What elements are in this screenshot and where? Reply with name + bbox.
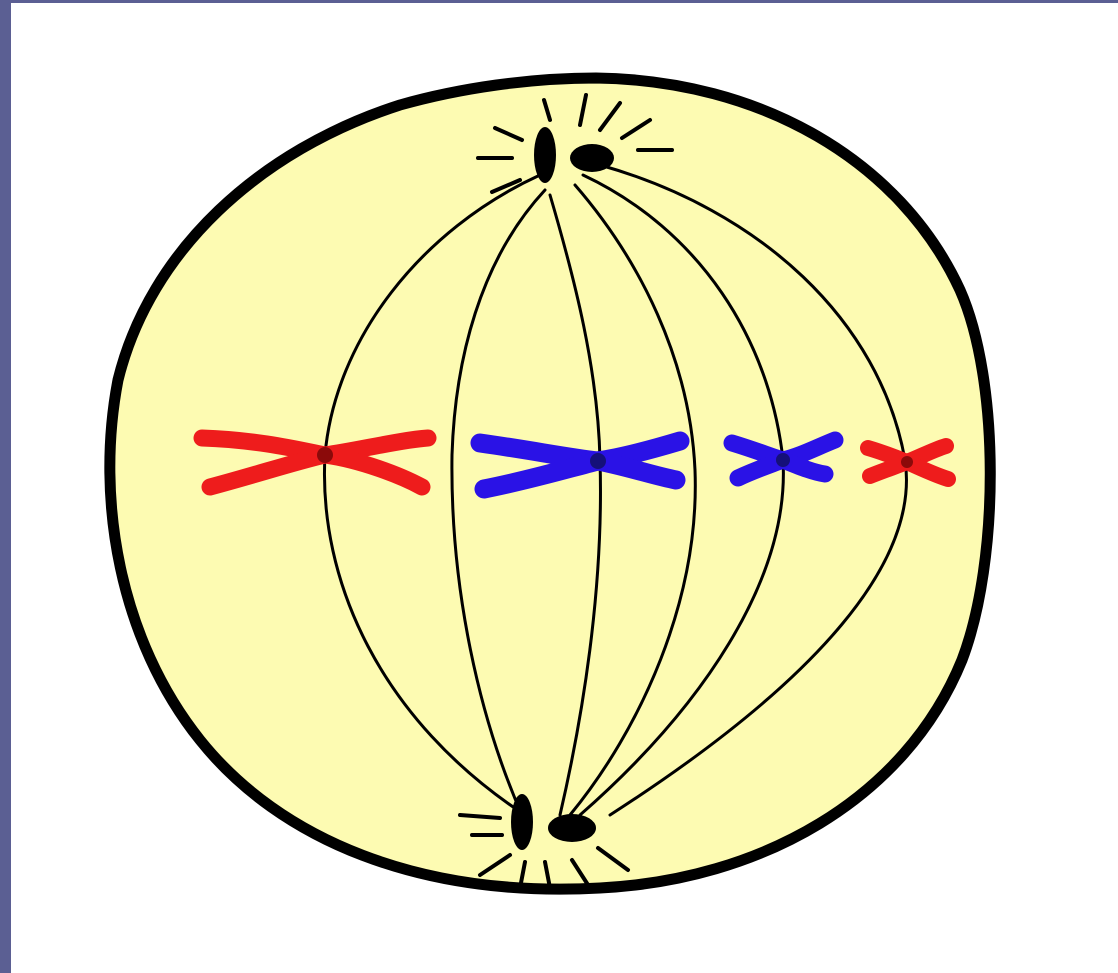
chromosome-blue-small: [723, 431, 844, 487]
cell-membrane: [104, 72, 996, 895]
aster-ray: [543, 860, 552, 890]
aster-ray: [578, 93, 588, 127]
centromere: [317, 447, 333, 463]
aster-ray: [493, 126, 524, 142]
aster-ray: [620, 118, 652, 140]
aster-ray: [490, 178, 522, 194]
aster-ray: [596, 846, 630, 872]
centrioles: [511, 127, 614, 850]
centromere: [776, 453, 790, 467]
centromere: [901, 456, 913, 468]
chromosome-red-small: [860, 438, 956, 487]
chromosomes: [193, 429, 956, 499]
spindle-fiber: [568, 183, 697, 817]
centriole-top-left: [534, 127, 556, 183]
centriole-bottom-right: [548, 814, 596, 842]
aster-ray: [458, 813, 502, 820]
aster-ray: [478, 853, 512, 877]
aster-ray: [518, 860, 527, 890]
centriole-top-right: [570, 144, 614, 172]
aster-ray: [598, 101, 622, 132]
spindle-fiber: [450, 188, 547, 817]
chromosome-red-left: [193, 429, 437, 496]
slide-top-border: [0, 0, 1118, 3]
centriole-bottom-left: [511, 794, 533, 850]
aster-ray: [542, 98, 552, 122]
slide-left-border: [0, 0, 11, 973]
aster-rays: [458, 93, 674, 890]
aster-ray: [570, 858, 592, 890]
centromere: [590, 453, 606, 469]
chromosome-blue-large: [470, 431, 690, 499]
